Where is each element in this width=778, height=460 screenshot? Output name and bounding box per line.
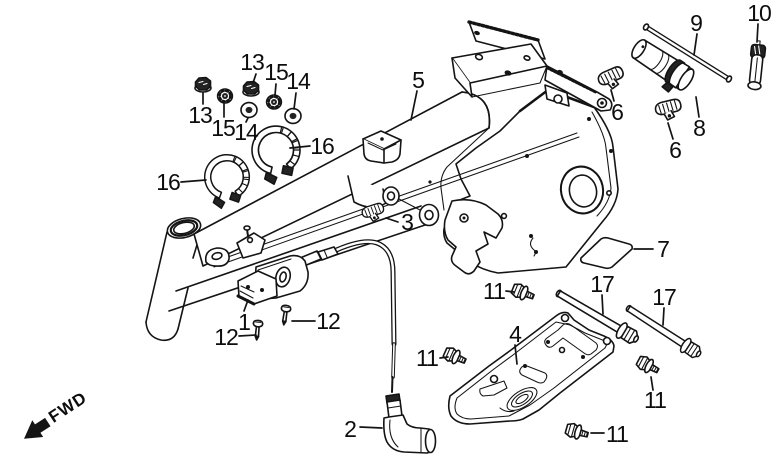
callout-leader-13 bbox=[252, 73, 257, 84]
callout-label-16: 16 bbox=[156, 169, 180, 195]
callout-label-7: 7 bbox=[657, 236, 669, 262]
flange-bolt-11-right bbox=[634, 353, 663, 378]
callout-leader-17 bbox=[601, 294, 604, 315]
callout-leader-3 bbox=[385, 217, 399, 223]
callout-label-16: 16 bbox=[310, 133, 334, 159]
callout-label-10: 10 bbox=[747, 0, 771, 26]
washer-14-left bbox=[240, 101, 258, 119]
callout-label-12: 12 bbox=[214, 324, 238, 350]
nut-13-left bbox=[194, 76, 212, 93]
band-clamp-16-left bbox=[202, 152, 253, 211]
part-10 bbox=[747, 40, 767, 91]
callout-leader-15 bbox=[274, 83, 277, 96]
callout-label-12: 12 bbox=[316, 308, 340, 334]
callout-label-9: 9 bbox=[690, 10, 702, 36]
callout-label-17: 17 bbox=[590, 271, 614, 297]
callout-label-15: 15 bbox=[211, 115, 235, 141]
callout-label-4: 4 bbox=[509, 321, 522, 347]
ignition-coil bbox=[236, 239, 397, 393]
callout-leader-14 bbox=[293, 92, 297, 110]
callout-label-14: 14 bbox=[286, 68, 311, 94]
callout-leader-2 bbox=[359, 426, 383, 429]
spark-plug-cap bbox=[383, 393, 437, 454]
cord-clip-6-upper bbox=[595, 64, 627, 93]
callout-label-17: 17 bbox=[652, 284, 676, 310]
callout-label-13: 13 bbox=[188, 102, 212, 128]
fwd-arrow-icon bbox=[24, 417, 51, 439]
callout-label-2: 2 bbox=[344, 416, 356, 442]
callout-leader-14 bbox=[245, 117, 249, 123]
callout-label-5: 5 bbox=[412, 67, 424, 93]
callout-label-11: 11 bbox=[416, 345, 438, 371]
frame-body bbox=[145, 20, 619, 342]
flange-bolt-11-bottom bbox=[563, 420, 591, 443]
callout-label-15: 15 bbox=[264, 59, 288, 85]
collar-15-left bbox=[216, 87, 234, 105]
callout-label-13: 13 bbox=[240, 49, 264, 75]
callout-leader-17 bbox=[662, 307, 665, 326]
nut-13-top bbox=[242, 80, 260, 97]
callout-label-11: 11 bbox=[606, 421, 628, 447]
callout-label-6: 6 bbox=[611, 99, 623, 125]
fwd-marker: FWD bbox=[24, 388, 90, 439]
callout-leader-11 bbox=[439, 356, 449, 359]
rod-9 bbox=[642, 23, 733, 83]
callout-leader-12 bbox=[238, 334, 257, 337]
callout-leader-1 bbox=[243, 299, 249, 312]
callout-leader-6 bbox=[610, 89, 615, 102]
callout-leader-4 bbox=[514, 344, 518, 365]
callout-label-1: 1 bbox=[238, 309, 250, 335]
callout-label-8: 8 bbox=[693, 115, 705, 141]
callout-leader-11 bbox=[650, 376, 654, 391]
callout-leader-8 bbox=[695, 96, 700, 118]
cord-clip-6-lower bbox=[654, 98, 683, 122]
coil-screw-12-left bbox=[251, 319, 264, 342]
tube-8 bbox=[631, 38, 695, 93]
callout-label-14: 14 bbox=[234, 119, 259, 145]
callout-label-3: 3 bbox=[401, 209, 413, 235]
callout-leader-9 bbox=[693, 33, 698, 56]
skid-plate bbox=[447, 311, 615, 425]
label-plate-7 bbox=[580, 236, 633, 270]
fwd-label: FWD bbox=[45, 388, 90, 427]
washer-14-right bbox=[284, 107, 302, 125]
callout-label-6: 6 bbox=[669, 137, 681, 163]
callout-leader-11 bbox=[505, 290, 515, 293]
callout-leader-16 bbox=[289, 145, 311, 149]
callout-leader-16 bbox=[180, 179, 207, 183]
callout-leader-10 bbox=[756, 23, 759, 43]
collar-15-right bbox=[265, 93, 283, 111]
callout-label-11: 11 bbox=[483, 278, 505, 304]
callout-label-11: 11 bbox=[644, 387, 666, 413]
callout-leader-6 bbox=[667, 122, 674, 140]
callout-leader-5 bbox=[410, 90, 418, 121]
coil-screw-12-right bbox=[278, 303, 292, 327]
